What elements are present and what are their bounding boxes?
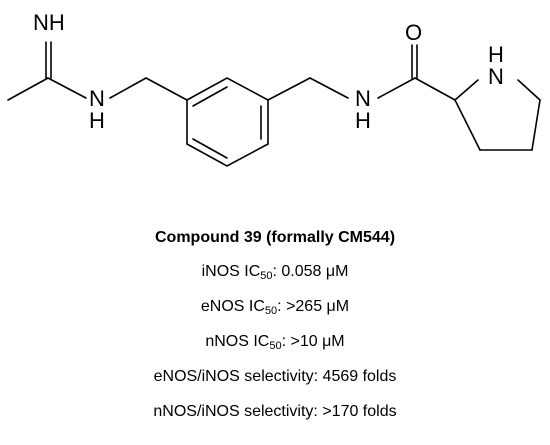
enos-ic50-subscript: 50 [264, 305, 278, 317]
bond-ch2-ring-left [145, 77, 188, 101]
bond-alpha-nh [454, 79, 479, 101]
amidine-n-label: N [89, 86, 105, 111]
bond-carbonyl-alpha [414, 77, 456, 101]
inos-ic50-subscript: 50 [260, 270, 273, 282]
bond-amidine-n [47, 77, 87, 99]
pyrrolidine-n-label: N [488, 64, 504, 89]
carbonyl-o-label: O [405, 20, 422, 45]
benzene-double-3 [192, 138, 228, 159]
benzene-double-1 [192, 86, 228, 107]
nnos-inos-selectivity: nNOS/iNOS selectivity: >170 folds [153, 403, 397, 420]
enos-ic50-prefix: eNOS IC [200, 298, 265, 315]
bond-nh-ch2 [517, 79, 541, 101]
enos-inos-selectivity: eNOS/iNOS selectivity: 4569 folds [153, 368, 397, 385]
inos-ic50-line: iNOS IC50: 0.058 μM [0, 262, 550, 282]
nnos-ic50-prefix: nNOS IC [205, 333, 270, 350]
bond-amide-n-carbonyl [377, 77, 416, 99]
amidine-h-label: H [89, 108, 105, 133]
nnos-ic50-subscript: 50 [269, 340, 282, 352]
bond-ring-right [531, 99, 541, 151]
bond-ring-ch2-right [267, 77, 311, 101]
bond-methyl [7, 77, 49, 101]
bond-n-ch2-left [109, 77, 147, 99]
bond-ring-left [454, 99, 481, 151]
inos-ic50-value: : 0.058 μM [272, 263, 349, 280]
nnos-ic50-value: : >10 μM [281, 333, 345, 350]
compound-title: Compound 39 (formally CM544) [154, 229, 396, 246]
nnos-ic50-line: nNOS IC50: >10 μM [0, 332, 550, 352]
amide-n-label: N [355, 86, 371, 111]
chemical-structure: NH N H N H O N H [7, 10, 541, 167]
enos-ic50-line: eNOS IC50: >265 μM [0, 297, 550, 317]
imine-nh-label: NH [33, 10, 65, 35]
amide-h-label: H [355, 108, 371, 133]
bond-ch2-amide-n [309, 77, 349, 99]
enos-ic50-value: : >265 μM [277, 298, 350, 315]
pyrrolidine-h-label: H [488, 42, 504, 67]
benzene-ring [186, 77, 269, 167]
inos-ic50-prefix: iNOS IC [201, 263, 261, 280]
